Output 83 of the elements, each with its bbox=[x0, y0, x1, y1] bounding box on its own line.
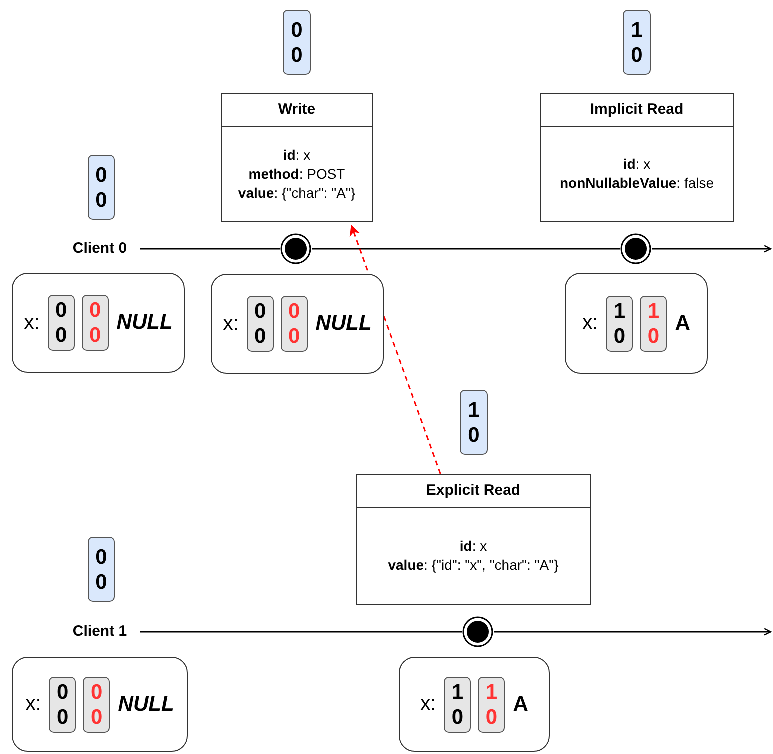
clock-digit: 0 bbox=[56, 704, 69, 730]
value-text: A bbox=[513, 692, 528, 716]
vector-clock bbox=[246, 296, 274, 352]
clock-digit: 0 bbox=[90, 704, 103, 730]
vector-clock-badge bbox=[283, 10, 311, 75]
vector-clock bbox=[640, 296, 668, 352]
vector-clock-badge bbox=[88, 155, 115, 220]
field-line: nonNullableValue: false bbox=[560, 174, 714, 193]
clock-digit: 1 bbox=[648, 298, 660, 324]
value-text: NULL bbox=[316, 312, 372, 336]
vector-clock-badge bbox=[623, 10, 651, 75]
operation-title: Write bbox=[222, 94, 372, 127]
state-box bbox=[12, 273, 185, 373]
clock-digit: 1 bbox=[631, 18, 643, 42]
field-line: value: {"char": "A"} bbox=[238, 184, 356, 202]
clock-digit: 0 bbox=[468, 422, 480, 448]
timeline bbox=[140, 248, 280, 250]
variable-label: x: bbox=[223, 312, 239, 336]
client-label: Client 1 bbox=[60, 621, 140, 643]
field-line: id: x bbox=[460, 537, 488, 556]
field-line: id: x bbox=[623, 155, 651, 174]
clock-digit: 0 bbox=[452, 704, 464, 730]
vector-clock bbox=[83, 676, 110, 732]
state-box bbox=[399, 657, 550, 752]
value-text: NULL bbox=[118, 692, 174, 716]
clock-digit: 0 bbox=[56, 680, 69, 704]
timeline-arrow bbox=[652, 245, 772, 253]
vector-clock bbox=[444, 676, 472, 732]
field-line: value: {"id": "x", "char": "A"} bbox=[388, 556, 559, 575]
clock-digit: 0 bbox=[96, 188, 108, 212]
event-dot bbox=[620, 233, 652, 265]
timeline-arrow bbox=[494, 628, 772, 636]
timeline bbox=[312, 248, 620, 250]
clock-digit: 0 bbox=[96, 544, 108, 570]
clock-digit: 0 bbox=[486, 704, 498, 730]
clock-digit: 0 bbox=[89, 298, 102, 323]
state-box bbox=[565, 273, 708, 374]
field-line: method: POST bbox=[248, 164, 346, 184]
clock-digit: 0 bbox=[614, 324, 626, 348]
value-text: NULL bbox=[116, 311, 173, 335]
clock-digit: 0 bbox=[89, 323, 102, 348]
variable-label: x: bbox=[26, 693, 42, 716]
vector-clock bbox=[478, 676, 506, 732]
operation-title: Explicit Read bbox=[357, 475, 590, 508]
operation-title: Implicit Read bbox=[541, 94, 733, 127]
clock-digit: 0 bbox=[96, 162, 108, 188]
clock-digit: 0 bbox=[90, 680, 103, 704]
vector-clock bbox=[82, 295, 109, 351]
operation-box bbox=[221, 93, 373, 222]
operation-box bbox=[356, 474, 591, 605]
event-dot bbox=[280, 233, 312, 265]
clock-digit: 0 bbox=[254, 324, 266, 349]
clock-digit: 0 bbox=[254, 299, 266, 324]
clock-digit: 0 bbox=[291, 42, 303, 68]
variable-label: x: bbox=[582, 312, 598, 335]
event-dot bbox=[462, 616, 494, 648]
vector-clock-badge bbox=[460, 390, 488, 455]
clock-digit: 0 bbox=[288, 299, 300, 324]
clock-digit: 1 bbox=[468, 398, 480, 422]
clock-digit: 1 bbox=[614, 298, 626, 324]
vector-clock bbox=[606, 296, 634, 352]
state-box bbox=[12, 657, 188, 752]
clock-digit: 0 bbox=[288, 324, 300, 349]
client-label: Client 0 bbox=[60, 238, 140, 260]
clock-digit: 0 bbox=[55, 298, 68, 323]
clock-digit: 1 bbox=[452, 680, 464, 704]
clock-digit: 0 bbox=[631, 42, 643, 68]
timeline bbox=[140, 631, 462, 633]
variable-label: x: bbox=[420, 693, 436, 716]
clock-digit: 0 bbox=[291, 18, 303, 42]
value-text: A bbox=[675, 312, 690, 336]
clock-digit: 1 bbox=[486, 680, 498, 704]
variable-label: x: bbox=[24, 312, 40, 334]
vector-clock-badge bbox=[88, 537, 115, 602]
state-box bbox=[211, 274, 384, 374]
operation-box bbox=[540, 93, 734, 222]
vector-clock bbox=[49, 676, 76, 732]
vector-clock bbox=[48, 295, 75, 351]
field-line: id: x bbox=[283, 146, 311, 164]
clock-digit: 0 bbox=[96, 570, 108, 594]
clock-digit: 0 bbox=[648, 324, 660, 348]
clock-digit: 0 bbox=[55, 323, 68, 348]
vector-clock bbox=[280, 296, 308, 352]
